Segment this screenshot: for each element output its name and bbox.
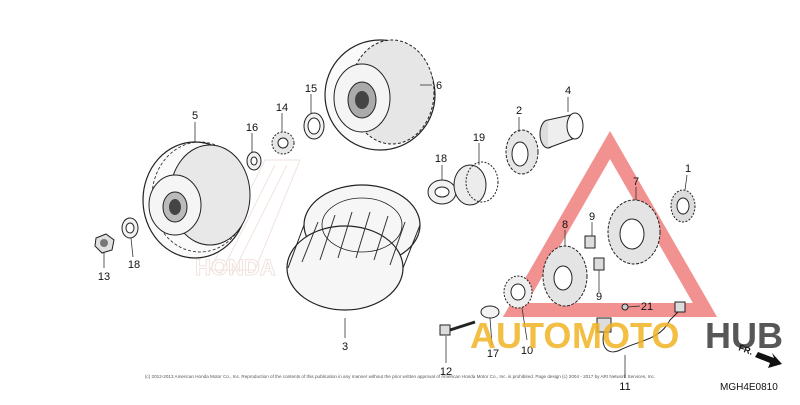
honda-wing-watermark: HONDA <box>195 159 301 281</box>
watermark-hub: HUB <box>705 315 783 356</box>
watermark-wordmark: AUTO MOTO HUB <box>470 315 783 356</box>
clutch-drum-top <box>324 39 436 151</box>
clutch-drum-left <box>142 141 251 259</box>
callout-10: 10 <box>521 345 533 357</box>
callout-6: 6 <box>436 80 442 92</box>
callout-12: 12 <box>440 366 452 378</box>
direction-arrow-icon <box>755 352 782 368</box>
part-shapes <box>94 112 696 353</box>
callout-11: 11 <box>619 381 630 393</box>
callout-9b: 9 <box>596 291 602 303</box>
leader-lines <box>103 84 688 378</box>
callout-8: 8 <box>562 219 568 231</box>
callout-15: 15 <box>305 83 317 95</box>
direction-indicator: FR. <box>737 342 782 368</box>
copyright-line: (c) 2012-2013 American Honda Motor Co., … <box>145 374 655 379</box>
callout-3: 3 <box>342 341 348 353</box>
callout-17: 17 <box>487 348 499 360</box>
clutch-basket <box>286 184 421 311</box>
callout-14: 14 <box>276 102 288 114</box>
callout-21: 21 <box>641 301 653 313</box>
diagram-code: MGH4E0810 <box>720 382 778 393</box>
callout-19: 18 <box>435 153 447 165</box>
svg-text:HONDA: HONDA <box>195 255 276 280</box>
callout-1: 1 <box>685 163 691 175</box>
callout-4: 4 <box>565 85 571 97</box>
callout-labels: 5 6 3 4 2 19 18 1 7 8 9 9 10 11 12 13 14… <box>98 80 691 393</box>
callout-5: 5 <box>192 110 198 122</box>
callout-16: 16 <box>246 122 258 134</box>
callout-7: 7 <box>633 176 639 188</box>
callout-18: 18 <box>128 259 140 271</box>
callout-2: 2 <box>516 105 522 117</box>
callout-9a: 9 <box>589 211 595 223</box>
watermark-auto: AUTO <box>470 315 571 356</box>
callout-13: 13 <box>98 271 110 283</box>
watermark-moto: MOTO <box>572 315 679 356</box>
callout-20: 19 <box>473 132 485 144</box>
direction-label: FR. <box>737 342 754 356</box>
